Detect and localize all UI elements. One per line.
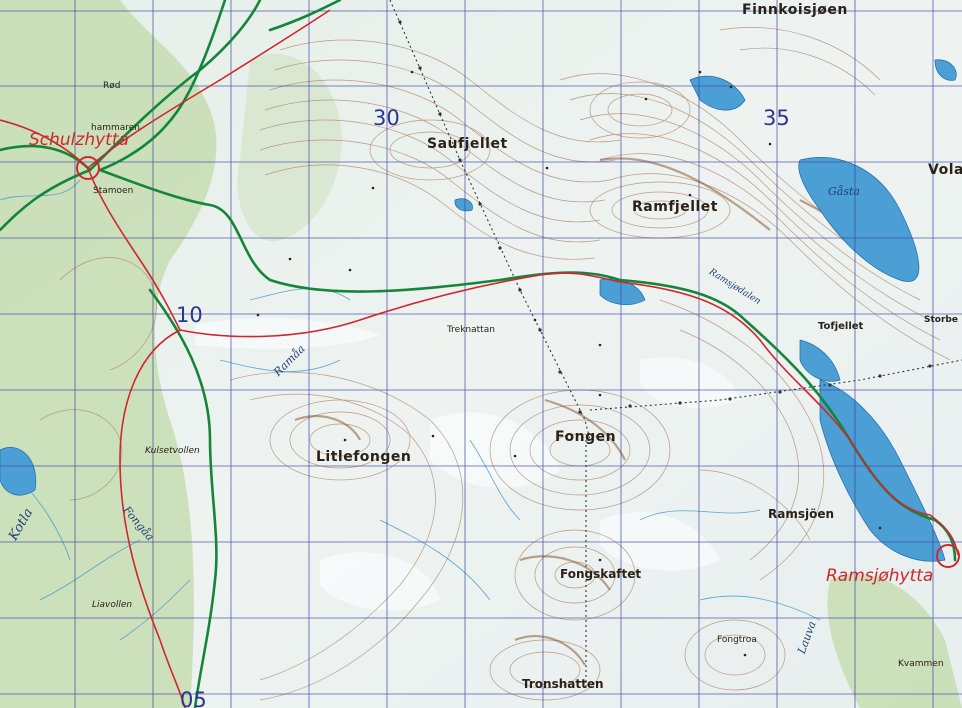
power-line-ticks [398,20,932,414]
label-tronshatten: Tronshatten [522,677,604,691]
lake-small1 [454,198,473,212]
label-fongen: Fongen [555,429,617,445]
label-kvammen: Kvammen [898,659,944,669]
lake-tm3 [0,447,37,496]
snow-areas [195,317,740,611]
grid-number-30: 30 [373,106,400,130]
hut-markers [76,156,960,568]
label-vola: Vola [928,162,962,178]
label-finnkoisjoen: Finnkoisjøen [742,2,848,18]
lake-tm1 [689,75,746,111]
grid-number-05: 05 [180,688,207,708]
power-line [389,0,962,690]
lake-ramsjoen-n [799,339,841,382]
streams [0,179,821,641]
red-routes [0,9,959,708]
lake-gasta [798,157,920,282]
label-kulsetvollen: Kulsetvollen [145,446,200,456]
grid-number-35: 35 [763,106,790,130]
label-storbe: Storbe [924,315,958,325]
lake-ramsjoen [819,379,946,562]
label-stamoen: Stamoen [93,186,134,196]
label-treknattan: Treknattan [447,325,495,335]
label-rod: Rød [103,81,121,91]
label-schulzhytta: Schulzhytta [29,130,129,150]
label-ramfjellet: Ramfjellet [632,199,718,215]
ramsjohytta-marker [936,544,960,568]
label-litlefongen: Litlefongen [316,449,412,465]
spot-heights [256,70,882,657]
lakes [0,59,957,562]
schulzhytta-marker [76,156,100,180]
label-tofjellet: Tofjellet [818,321,864,332]
label-fongskaftet: Fongskaftet [560,567,642,581]
label-gasta: Gåsta [828,185,860,198]
label-ramsjohytta: Ramsjøhytta [826,566,934,586]
label-hammaren: hammaren [91,123,141,133]
grid-number-10: 10 [176,303,203,327]
label-fongtroa: Fongtroa [717,635,757,645]
label-liavollen: Liavollen [92,600,133,610]
lake-small2 [934,59,957,81]
label-saufjellet: Saufjellet [427,136,508,152]
label-ramsjoen: Ramsjöen [768,507,835,521]
